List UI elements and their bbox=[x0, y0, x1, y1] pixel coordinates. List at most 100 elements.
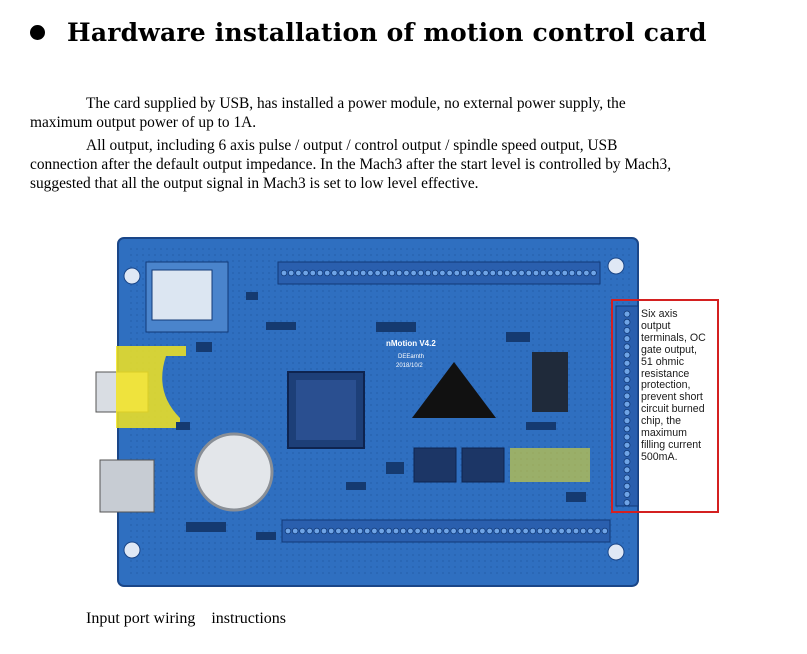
terminal-screw bbox=[623, 490, 631, 498]
terminal-screw bbox=[464, 527, 472, 535]
terminal-screw bbox=[284, 527, 292, 535]
terminal-screw bbox=[590, 269, 597, 277]
terminal-screw bbox=[396, 269, 403, 277]
terminal-screw bbox=[331, 269, 338, 277]
terminal-screw bbox=[623, 318, 631, 326]
terminal-screw bbox=[457, 527, 464, 535]
terminal-screw bbox=[316, 269, 324, 277]
terminal-screw bbox=[561, 269, 568, 277]
terminal-screw bbox=[479, 527, 486, 535]
terminal-screw bbox=[623, 433, 631, 441]
terminal-screw bbox=[522, 527, 529, 535]
terminal-screw bbox=[349, 527, 356, 535]
terminal-screw bbox=[460, 269, 468, 277]
terminal-screw bbox=[623, 474, 631, 482]
output-terminals-callout-box bbox=[611, 299, 719, 513]
terminal-screw bbox=[623, 367, 631, 375]
terminal-screw bbox=[446, 269, 453, 277]
terminal-screw bbox=[623, 351, 631, 359]
terminal-screw bbox=[623, 327, 631, 334]
callout-line: 500mA. bbox=[641, 450, 678, 463]
terminal-screw bbox=[623, 425, 631, 433]
terminal-screw bbox=[450, 527, 457, 535]
terminal-screw bbox=[623, 392, 631, 400]
terminal-screw bbox=[364, 527, 371, 535]
terminal-screw bbox=[374, 269, 381, 277]
terminal-screw bbox=[381, 269, 388, 277]
terminal-screw bbox=[601, 527, 608, 535]
terminal-screw bbox=[424, 269, 432, 277]
terminal-screw bbox=[417, 269, 424, 277]
terminal-screw bbox=[400, 527, 407, 535]
terminal-screw bbox=[287, 269, 295, 277]
terminal-screw bbox=[356, 527, 364, 535]
bullet-icon bbox=[30, 24, 45, 40]
terminal-screw bbox=[453, 269, 460, 277]
terminal-screw bbox=[568, 269, 576, 277]
paragraph-text: The card supplied by USB, has installed … bbox=[86, 95, 626, 112]
terminal-screw bbox=[378, 527, 385, 535]
terminal-screw bbox=[529, 527, 536, 535]
terminal-screw bbox=[565, 527, 572, 535]
paragraph-line: All output, including 6 axis pulse / out… bbox=[30, 136, 790, 155]
paragraph-line: maximum output power of up to 1A. bbox=[30, 114, 257, 131]
callout-line: filling current bbox=[641, 438, 702, 451]
paragraph-line: The card supplied by USB, has installed … bbox=[30, 94, 790, 113]
terminal-screw bbox=[504, 269, 511, 277]
output-terminals-callout-text: Six axis output terminals, OC gate outpu… bbox=[641, 308, 719, 464]
board-component bbox=[266, 322, 296, 330]
terminal-screw bbox=[410, 269, 417, 277]
board-component bbox=[256, 532, 276, 540]
board-component bbox=[386, 462, 404, 474]
terminal-screw bbox=[327, 527, 335, 535]
terminal-screw bbox=[623, 400, 631, 408]
terminal-screw bbox=[623, 310, 631, 318]
terminal-screw bbox=[443, 527, 450, 535]
terminal-screw bbox=[554, 269, 561, 277]
terminal-screw bbox=[532, 269, 540, 277]
terminal-screw bbox=[352, 269, 360, 277]
terminal-screw bbox=[518, 269, 525, 277]
board-date-label: 2018/10/2 bbox=[396, 363, 423, 369]
terminal-screw bbox=[623, 335, 631, 342]
paragraph-text: All output, including 6 axis pulse / out… bbox=[86, 137, 618, 154]
callout-line: 51 ohmic bbox=[641, 355, 684, 368]
paragraph-line: connection after the default output impe… bbox=[30, 156, 672, 173]
terminal-screw bbox=[486, 527, 493, 535]
callout-line: maximum bbox=[641, 427, 687, 440]
terminal-screw bbox=[280, 269, 288, 277]
terminal-screw bbox=[496, 269, 504, 277]
terminal-screw bbox=[299, 527, 306, 535]
terminal-screw bbox=[482, 269, 489, 277]
terminal-screw bbox=[439, 269, 446, 277]
board-photo: nMotion V4.2 DEEarnth 2018/10/2 bbox=[86, 222, 726, 588]
terminal-screw bbox=[432, 269, 439, 277]
terminal-screw bbox=[525, 269, 532, 277]
terminal-screw bbox=[436, 527, 443, 535]
terminal-screw bbox=[572, 527, 580, 535]
terminal-screw bbox=[623, 359, 631, 367]
paragraph-line: suggested that all the output signal in … bbox=[30, 175, 479, 192]
board-component bbox=[186, 522, 226, 532]
terminal-screw bbox=[388, 269, 396, 277]
board-model-label: nMotion V4.2 bbox=[386, 339, 436, 348]
terminal-screw bbox=[345, 269, 352, 277]
board-sub-label: DEEarnth bbox=[398, 354, 424, 360]
terminal-screw bbox=[385, 527, 392, 535]
callout-line: gate output, bbox=[641, 343, 697, 356]
terminal-screw bbox=[583, 269, 590, 277]
callout-line: output bbox=[641, 319, 671, 332]
board-component bbox=[506, 332, 530, 342]
paragraph-power: The card supplied by USB, has installed … bbox=[30, 94, 790, 132]
terminal-screw bbox=[623, 384, 631, 392]
terminal-screw bbox=[407, 527, 414, 535]
terminal-screw bbox=[472, 527, 479, 535]
terminal-screw bbox=[313, 527, 320, 535]
terminal-screw bbox=[342, 527, 349, 535]
board-component bbox=[526, 422, 556, 430]
terminal-screw bbox=[558, 527, 565, 535]
terminal-screw bbox=[540, 269, 547, 277]
terminal-screw bbox=[623, 441, 631, 449]
terminal-screw bbox=[623, 466, 631, 474]
callout-line: prevent short bbox=[641, 391, 703, 404]
